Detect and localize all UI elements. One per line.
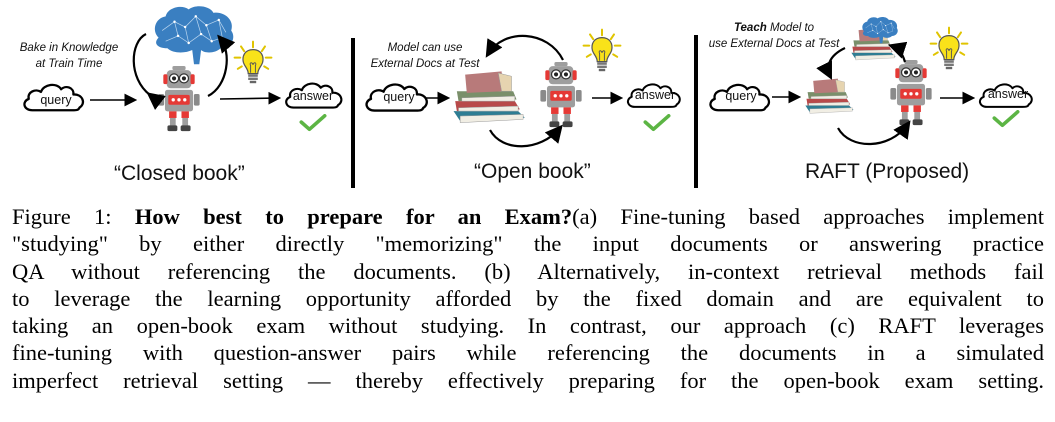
answer-label: answer bbox=[634, 88, 676, 102]
lightbulb-icon bbox=[233, 40, 273, 85]
panel-closed-book bbox=[23, 5, 343, 132]
open-book-title: “Open book” bbox=[474, 160, 591, 183]
curved-arrow-icon bbox=[887, 41, 908, 63]
robot-icon bbox=[890, 60, 932, 126]
closed-book-title: “Closed book” bbox=[114, 162, 245, 185]
brain-books-icon bbox=[851, 16, 898, 61]
panel-raft bbox=[709, 16, 1033, 146]
caption-line: QA without referencing the documents. (b… bbox=[12, 258, 1044, 284]
robot-icon bbox=[540, 62, 582, 128]
brain-icon bbox=[154, 5, 234, 65]
lightbulb-icon bbox=[929, 26, 969, 71]
arrow-icon bbox=[219, 91, 282, 105]
figure-1: Bake in Knowledge at Train Time query an… bbox=[0, 0, 1055, 200]
checkmark-icon bbox=[992, 110, 1020, 128]
curved-arrow-icon bbox=[489, 124, 563, 148]
caption-title: How best to prepare for an Exam? bbox=[134, 204, 573, 229]
books-icon bbox=[805, 78, 854, 114]
robot-icon bbox=[158, 66, 200, 132]
raft-title: RAFT (Proposed) bbox=[805, 160, 970, 183]
query-label: query bbox=[40, 93, 72, 107]
caption-label: Figure 1: bbox=[12, 204, 135, 229]
books-icon bbox=[453, 70, 526, 124]
caption-line: Figure 1: How best to prepare for an Exa… bbox=[12, 204, 1045, 229]
query-label: query bbox=[383, 90, 415, 104]
caption-line: to leverage the learning opportunity aff… bbox=[12, 285, 1044, 311]
curved-arrow-icon bbox=[485, 34, 564, 61]
panel-divider bbox=[694, 35, 698, 188]
curved-arrow-icon bbox=[132, 33, 166, 111]
checkmark-icon bbox=[643, 114, 671, 132]
caption-line: taking an open-book exam without studyin… bbox=[12, 313, 1044, 339]
answer-label: answer bbox=[292, 89, 334, 103]
caption-line: "studying" by either directly "memorizin… bbox=[12, 231, 1044, 257]
curved-arrow-icon bbox=[837, 120, 911, 146]
open-book-note: Model can use External Docs at Test bbox=[370, 42, 480, 70]
curved-arrow-icon bbox=[816, 47, 846, 80]
caption-line: fine-tuning with question-answer pairs w… bbox=[12, 340, 1044, 366]
raft-note: Teach Model to use External Docs at Test bbox=[708, 22, 840, 50]
caption-line: imperfect retrieval setting — thereby ef… bbox=[12, 367, 1044, 393]
figure-caption: Figure 1: How best to prepare for an Exa… bbox=[12, 203, 1044, 394]
query-label: query bbox=[725, 89, 757, 103]
curved-arrow-icon bbox=[207, 34, 236, 97]
checkmark-icon bbox=[299, 114, 327, 132]
panel-divider bbox=[351, 38, 355, 188]
lightbulb-icon bbox=[582, 28, 622, 73]
answer-label: answer bbox=[987, 87, 1029, 101]
closed-book-note: Bake in Knowledge at Train Time bbox=[19, 42, 119, 70]
panel-open-book bbox=[365, 28, 681, 148]
